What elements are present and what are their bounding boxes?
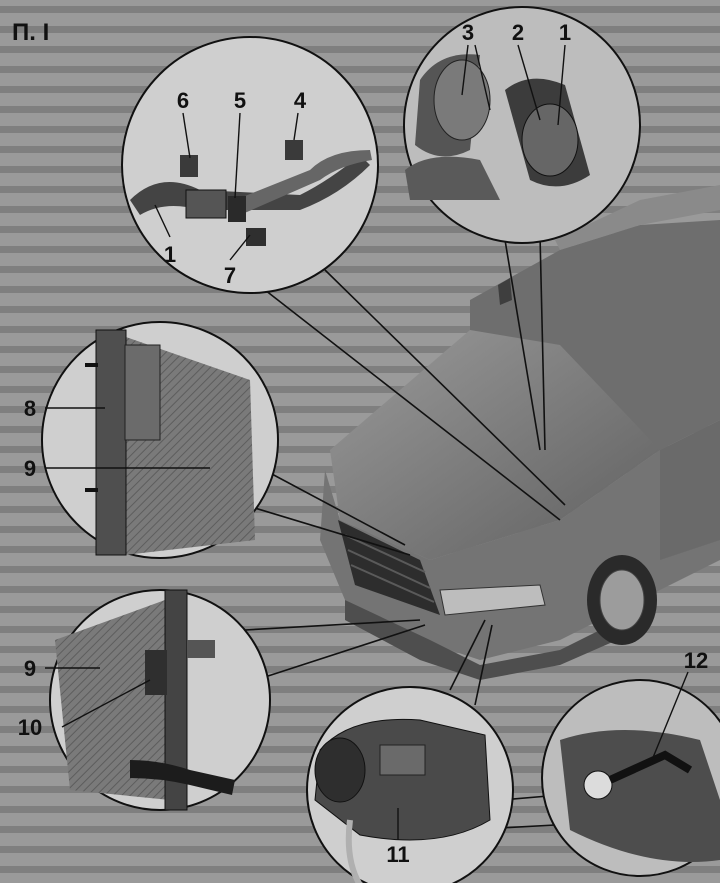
valve-line xyxy=(608,750,693,784)
callout-4: 4 xyxy=(294,88,307,113)
ac-pipe-secondary xyxy=(235,150,372,215)
cap-1 xyxy=(521,103,579,177)
bay-lower xyxy=(405,156,500,200)
pressure-switch-5 xyxy=(228,196,246,222)
detail-condenser-leaders xyxy=(45,407,210,469)
callout-10: 10 xyxy=(18,715,42,740)
leader-lines xyxy=(224,234,566,829)
receiver-drier-8 xyxy=(95,329,127,556)
car-side-panel xyxy=(660,420,720,560)
callout-5: 5 xyxy=(234,88,246,113)
callout-3: 3 xyxy=(462,20,474,45)
fitting-7 xyxy=(246,228,266,246)
mount-tab xyxy=(187,640,215,658)
valve-cap-4 xyxy=(285,140,303,160)
compressor-pulley xyxy=(314,737,366,803)
detail-circle-sensor: 9 10 xyxy=(18,589,271,811)
callout-8: 8 xyxy=(24,396,36,421)
callout-7: 7 xyxy=(224,263,236,288)
port-3 xyxy=(433,59,491,141)
callout-11: 11 xyxy=(386,842,409,867)
car-wheel-rim xyxy=(599,569,645,631)
car-bumper xyxy=(345,600,640,680)
pipe-junction-block xyxy=(185,189,227,219)
car-mirror xyxy=(498,278,512,305)
car-headlight xyxy=(439,584,546,616)
refrigerant-hose xyxy=(130,760,235,795)
condenser-tank xyxy=(164,589,188,811)
callout-1-pipe: 1 xyxy=(164,242,176,267)
callout-1-cap: 1 xyxy=(559,20,571,45)
callout-2: 2 xyxy=(512,20,524,45)
callout-12: 12 xyxy=(684,648,708,673)
detail-pipes-leaders xyxy=(154,112,299,261)
detail-sensor-leaders xyxy=(45,667,151,728)
service-valve-6 xyxy=(180,155,198,177)
condenser-bracket xyxy=(124,344,161,441)
detail-circle-engine-bay: 3 2 1 xyxy=(403,6,641,244)
car-grille-bars xyxy=(344,534,435,603)
detail-circle-condenser: 8 9 xyxy=(24,321,279,559)
compressor-hose xyxy=(345,819,363,883)
pressure-sensor-10 xyxy=(145,650,167,695)
car-illustration xyxy=(320,185,720,680)
detail-circle-valve: 12 xyxy=(541,648,720,877)
detail-circle-pipes: 6 5 4 1 7 xyxy=(121,36,379,294)
callout-9-condenser: 9 xyxy=(24,456,36,481)
compressor-head xyxy=(379,744,426,776)
car-roof xyxy=(555,185,720,250)
detail-engine-leaders xyxy=(461,44,566,126)
figure-label: П. I xyxy=(12,19,49,46)
callout-6: 6 xyxy=(177,88,189,113)
car-hood xyxy=(330,330,660,560)
valve-cap xyxy=(583,770,613,800)
detail-circle-compressor: 11 xyxy=(306,686,514,883)
callout-9-detail: 9 xyxy=(24,656,36,681)
